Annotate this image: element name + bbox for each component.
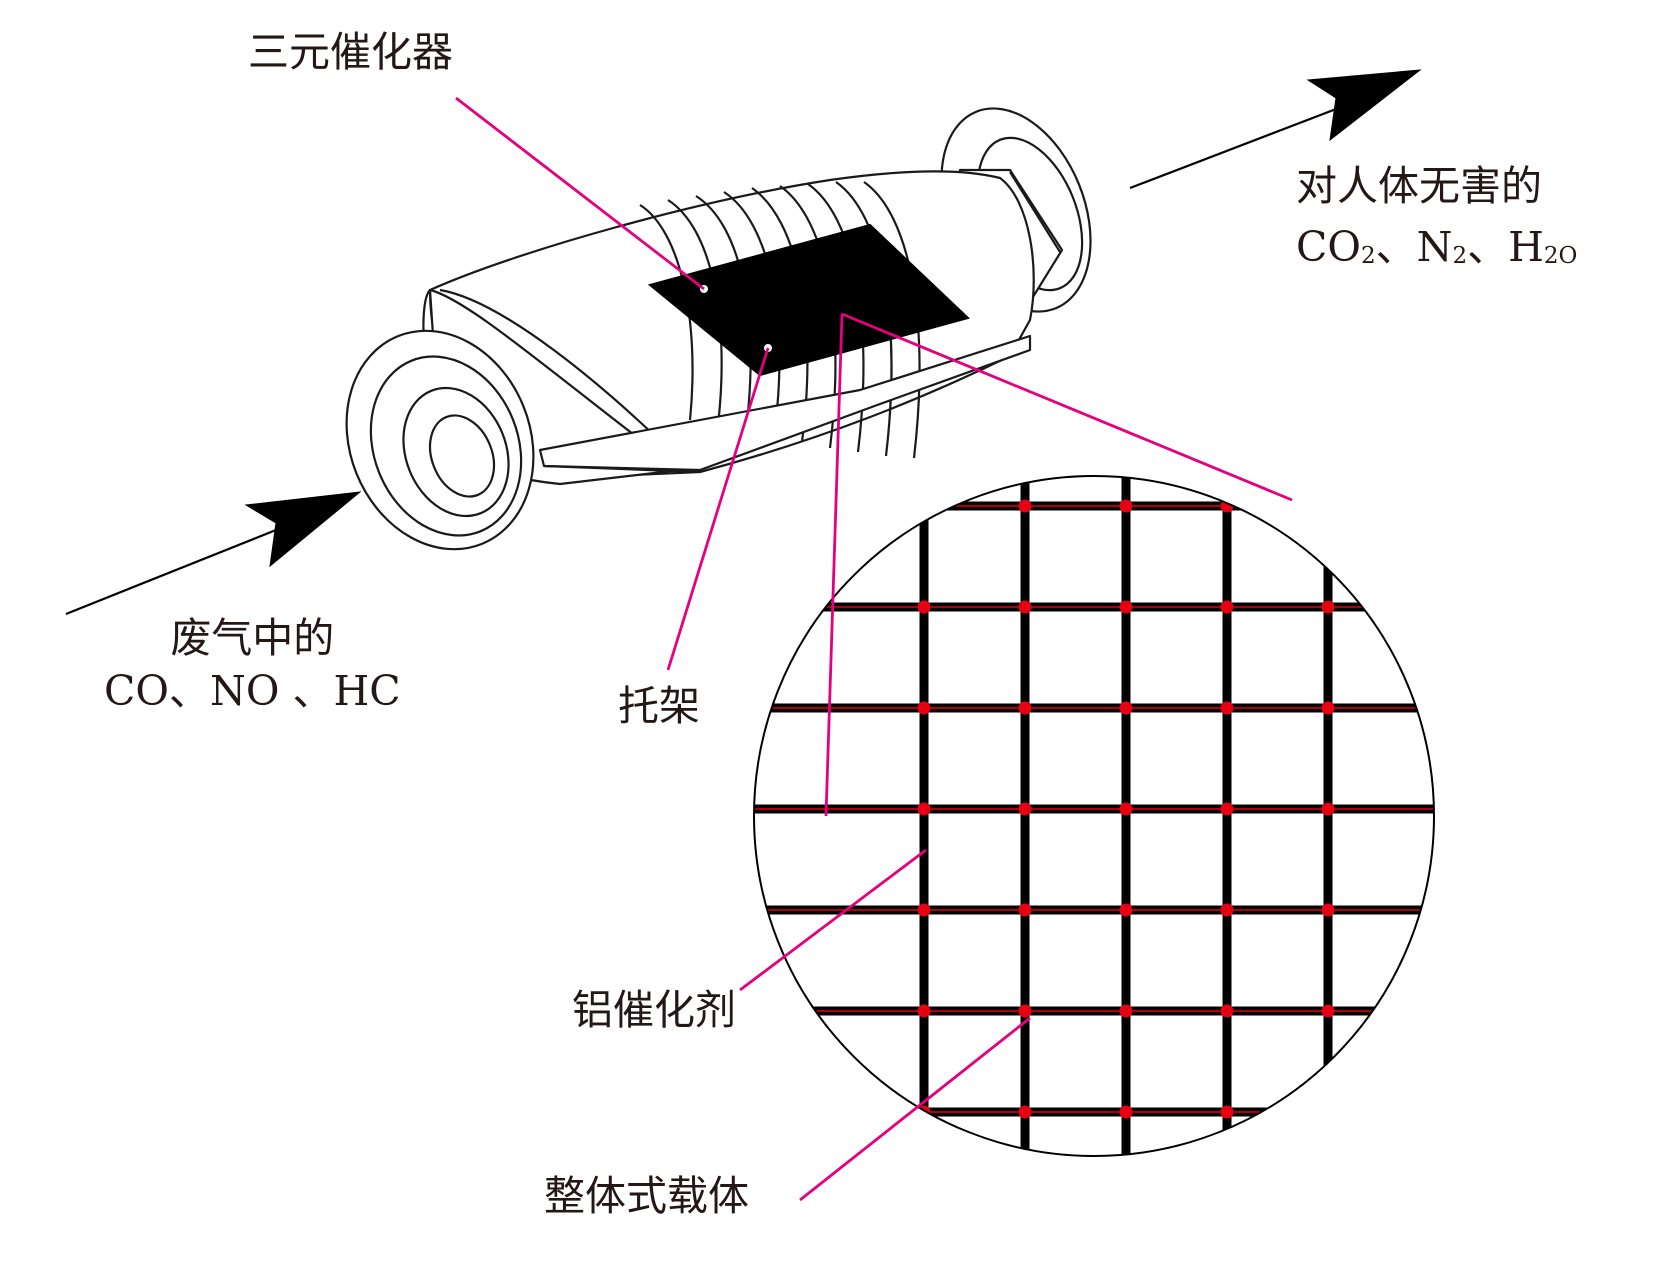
- catalyst-node: [1018, 802, 1032, 816]
- zoom-leader-right: [841, 312, 1293, 502]
- inlet-arrow-shaft: [65, 516, 307, 616]
- outlet-arrowhead: [1306, 69, 1422, 142]
- catalyst-node: [1018, 600, 1032, 614]
- catalyst-node: [1119, 802, 1133, 816]
- catalyst-node: [1321, 1105, 1335, 1119]
- magnified-view: [753, 475, 1435, 1157]
- catalyst-node: [917, 802, 931, 816]
- outlet-label-line2: CO2、N2、H2O: [1296, 223, 1578, 271]
- inlet-arrowhead: [244, 491, 362, 568]
- catalyst-node: [1119, 701, 1133, 715]
- catalyst-node: [1220, 1105, 1234, 1119]
- catalyst-node: [1321, 600, 1335, 614]
- catalyst-node: [1220, 600, 1234, 614]
- outlet-label-line1: 对人体无害的: [1296, 162, 1542, 210]
- catalyst-node: [1220, 1004, 1234, 1018]
- catalyst-node: [1119, 903, 1133, 917]
- catalyst-node: [1321, 903, 1335, 917]
- catalyst-node: [1220, 903, 1234, 917]
- catalyst-node: [1321, 701, 1335, 715]
- zoom-leader-left: [824, 313, 844, 817]
- leader-bracket: [666, 347, 770, 671]
- catalyst-node: [1119, 600, 1133, 614]
- co2-formula: CO2: [1296, 223, 1376, 271]
- leader-catalyst: [739, 848, 927, 992]
- catalyst-node: [1220, 701, 1234, 715]
- leader-title: [455, 96, 705, 291]
- substrate-label: 整体式载体: [544, 1172, 749, 1220]
- cutaway-window: [647, 223, 970, 377]
- catalyst-node: [1119, 499, 1133, 513]
- inlet-label-line2: CO、NO 、HC: [104, 667, 401, 715]
- catalyst-node: [917, 499, 931, 513]
- catalyst-node: [917, 701, 931, 715]
- inlet-label-line1: 废气中的: [170, 614, 335, 662]
- catalyst-node: [1018, 1004, 1032, 1018]
- catalyst-node: [1321, 802, 1335, 816]
- catalyst-node: [1018, 701, 1032, 715]
- substrate-grid: [754, 476, 1434, 1156]
- catalyst-node: [1321, 499, 1335, 513]
- outlet-arrow-shaft: [1129, 94, 1371, 190]
- inlet-label: 废气中的 CO、NO 、HC: [104, 618, 401, 712]
- catalyst-node: [1018, 499, 1032, 513]
- outlet-label: 对人体无害的 CO2、N2、H2O: [1296, 166, 1577, 268]
- catalyst-node: [1119, 1004, 1133, 1018]
- magnifier-circle: [753, 475, 1435, 1157]
- h2o-formula: H2O: [1508, 223, 1578, 271]
- catalyst-node: [1119, 1105, 1133, 1119]
- catalyst-node: [917, 1004, 931, 1018]
- catalyst-node: [917, 903, 931, 917]
- leader-substrate: [799, 1016, 1031, 1202]
- leader-lines: [455, 96, 1293, 1202]
- n2-formula: N2: [1416, 223, 1468, 271]
- inlet-flange: [345, 329, 535, 551]
- catalyst-node: [1220, 802, 1234, 816]
- catalyst-node: [917, 600, 931, 614]
- catalyst-node: [1018, 1105, 1032, 1119]
- bracket-label: 托架: [618, 682, 700, 730]
- title-label: 三元催化器: [248, 28, 453, 76]
- catalyst-node: [1018, 903, 1032, 917]
- catalyst-node: [1321, 1004, 1335, 1018]
- catalyst-label: 铝催化剂: [572, 986, 736, 1034]
- flow-arrows: [65, 69, 1422, 616]
